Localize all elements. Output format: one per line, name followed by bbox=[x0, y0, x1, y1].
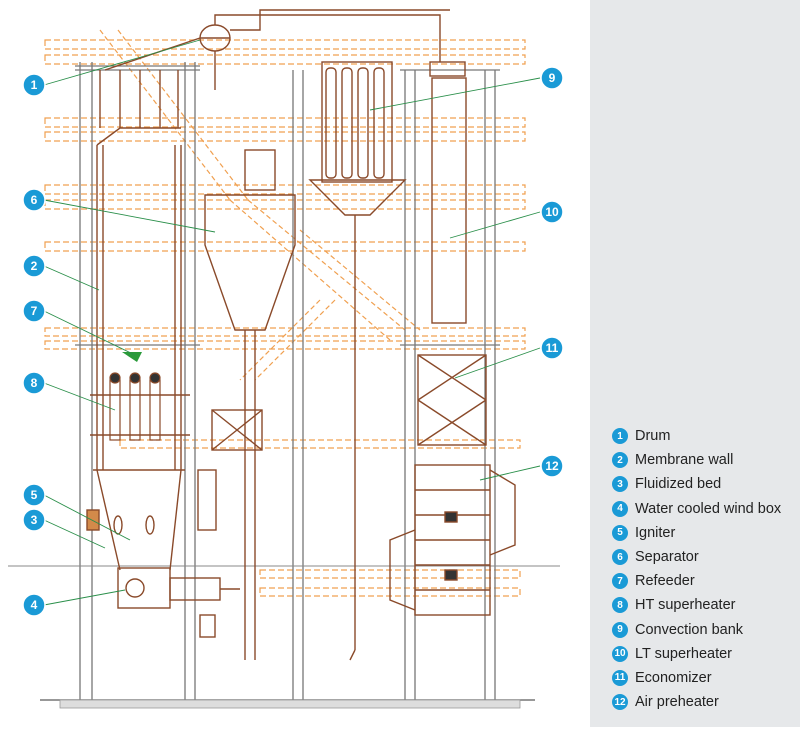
legend-label: Water cooled wind box bbox=[635, 500, 782, 517]
legend-label: Economizer bbox=[635, 669, 712, 686]
callout-number-12: 12 bbox=[545, 459, 559, 473]
legend-list: 1 Drum 2 Membrane wall 3 Fluidized bed 4… bbox=[612, 424, 781, 714]
wind-box bbox=[86, 509, 240, 638]
refeeder-marker bbox=[122, 352, 142, 362]
legend-label: LT superheater bbox=[635, 645, 732, 662]
callout-number-6: 6 bbox=[31, 193, 38, 207]
legend-item-convection-bank: 9 Convection bank bbox=[612, 618, 781, 642]
legend-item-refeeder: 7 Refeeder bbox=[612, 569, 781, 593]
legend-label: Separator bbox=[635, 549, 699, 566]
legend-number-badge: 5 bbox=[612, 524, 628, 541]
legend-label: Membrane wall bbox=[635, 452, 734, 469]
legend-number-badge: 1 bbox=[612, 428, 628, 445]
convection-bank bbox=[308, 61, 407, 661]
legend-number-badge: 8 bbox=[612, 597, 628, 614]
ht-superheater-tubes bbox=[109, 372, 161, 441]
legend-item-igniter: 5 Igniter bbox=[612, 521, 781, 545]
callout-circle-1 bbox=[22, 73, 46, 97]
callout-number-7: 7 bbox=[31, 304, 38, 318]
legend-item-ht-superheater: 8 HT superheater bbox=[612, 593, 781, 617]
callout-number-5: 5 bbox=[31, 488, 38, 502]
legend-number-badge: 7 bbox=[612, 573, 628, 590]
separator-cyclone bbox=[197, 149, 296, 660]
callout-number-8: 8 bbox=[31, 376, 38, 390]
legend-item-lt-superheater: 10 LT superheater bbox=[612, 642, 781, 666]
legend-number-badge: 12 bbox=[612, 694, 628, 711]
callout-number-3: 3 bbox=[31, 513, 38, 527]
callout-number-10: 10 bbox=[545, 205, 559, 219]
legend-item-economizer: 11 Economizer bbox=[612, 666, 781, 690]
legend-item-fluidized-bed: 3 Fluidized bed bbox=[612, 472, 781, 496]
callout-circle-8 bbox=[22, 371, 46, 395]
legend-number-badge: 10 bbox=[612, 645, 628, 662]
legend-item-drum: 1 Drum bbox=[612, 424, 781, 448]
callout-circle-4 bbox=[22, 593, 46, 617]
legend-number-badge: 3 bbox=[612, 476, 628, 493]
callout-leaders bbox=[43, 39, 541, 606]
callout-circle-12 bbox=[540, 454, 564, 478]
drum-assembly bbox=[104, 9, 466, 90]
ground-line bbox=[8, 565, 560, 709]
legend-label: Air preheater bbox=[635, 694, 719, 711]
legend-item-air-preheater: 12 Air preheater bbox=[612, 690, 781, 714]
callout-number-9: 9 bbox=[549, 71, 556, 85]
callout-circle-10 bbox=[540, 200, 564, 224]
callout-circle-5 bbox=[22, 483, 46, 507]
callout-circle-2 bbox=[22, 254, 46, 278]
callout-number-2: 2 bbox=[31, 259, 38, 273]
callout-circle-3 bbox=[22, 508, 46, 532]
legend-number-badge: 9 bbox=[612, 621, 628, 638]
callout-number-1: 1 bbox=[31, 78, 38, 92]
legend-label: HT superheater bbox=[635, 597, 736, 614]
legend-label: Igniter bbox=[635, 524, 676, 541]
legend-number-badge: 2 bbox=[612, 452, 628, 469]
legend-item-separator: 6 Separator bbox=[612, 545, 781, 569]
callout-number-4: 4 bbox=[31, 598, 38, 612]
legend-panel: 1 Drum 2 Membrane wall 3 Fluidized bed 4… bbox=[590, 0, 800, 727]
legend-label: Fluidized bed bbox=[635, 476, 722, 493]
legend-label: Drum bbox=[635, 428, 671, 445]
callout-number-11: 11 bbox=[546, 341, 559, 355]
legend-label: Convection bank bbox=[635, 621, 744, 638]
callout-circle-9 bbox=[540, 66, 564, 90]
legend-item-wind-box: 4 Water cooled wind box bbox=[612, 497, 781, 521]
callout-circle-11 bbox=[540, 336, 564, 360]
legend-number-badge: 11 bbox=[612, 669, 628, 686]
callout-circle-6 bbox=[22, 188, 46, 212]
callout-circle-7 bbox=[22, 299, 46, 323]
back-pass bbox=[389, 77, 516, 616]
legend-number-badge: 4 bbox=[612, 500, 628, 517]
furnace bbox=[90, 70, 190, 571]
legend-number-badge: 6 bbox=[612, 549, 628, 566]
legend-item-membrane-wall: 2 Membrane wall bbox=[612, 448, 781, 472]
legend-label: Refeeder bbox=[635, 573, 695, 590]
